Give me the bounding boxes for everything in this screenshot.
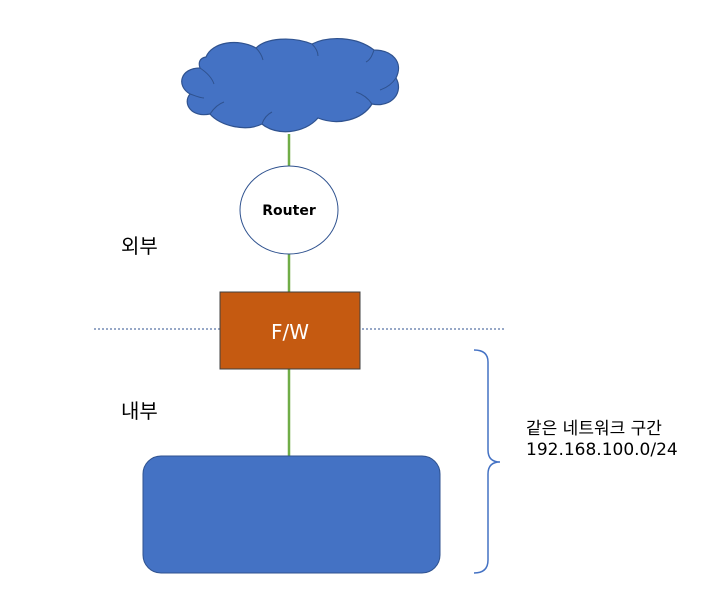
router-label: Router [262,203,316,219]
router-node: Router [239,165,339,255]
firewall-label: F/W [271,320,309,344]
segment-note-title: 같은 네트워크 구간 [526,419,662,439]
external-zone-label: 외부 [121,234,158,258]
internal-network-block [142,455,441,574]
segment-note-subnet: 192.168.100.0/24 [526,440,678,460]
internet-cloud [181,38,400,133]
firewall-node: F/W [219,291,361,370]
segment-brace [473,349,501,574]
internal-zone-label: 내부 [121,399,158,423]
